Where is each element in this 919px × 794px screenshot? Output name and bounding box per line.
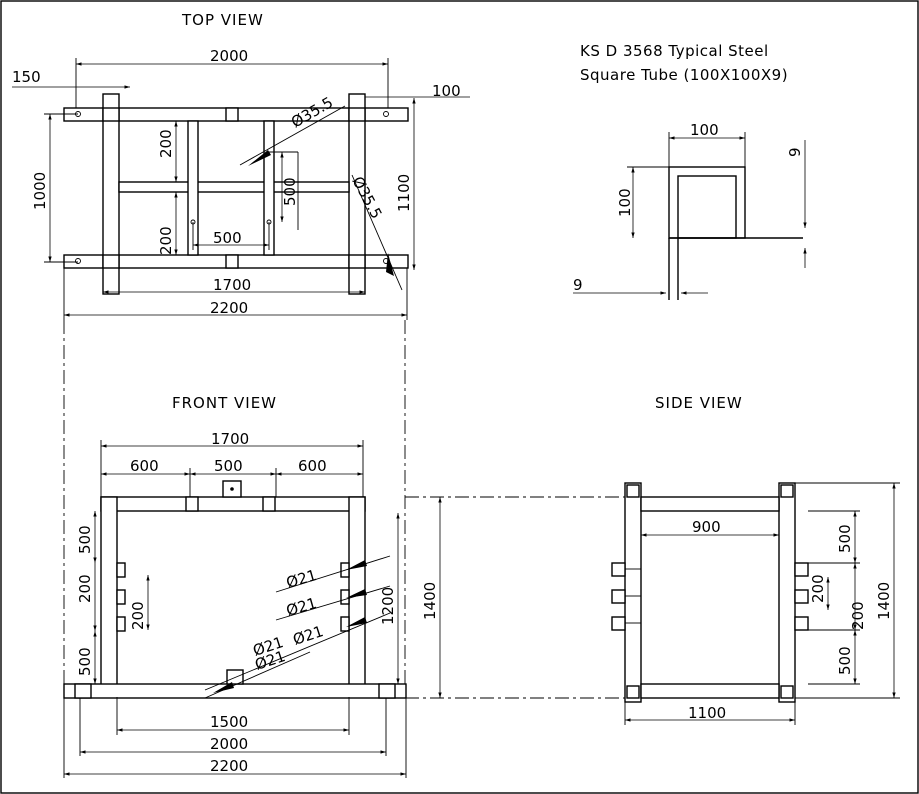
dim-100-right: 100 bbox=[432, 82, 461, 100]
dim-500-side-top: 500 bbox=[836, 524, 854, 553]
dim-200-inner: 200 bbox=[129, 601, 147, 630]
dim-200-left: 200 bbox=[76, 574, 94, 603]
dim-dia-21-a: Ø21 bbox=[284, 566, 319, 592]
dim-600-left: 600 bbox=[130, 457, 159, 475]
dim-500-mid: 500 bbox=[214, 457, 243, 475]
dim-dia-21-b: Ø21 bbox=[284, 594, 319, 620]
side-view: SIDE VIEW 900 500 200 200 500 bbox=[611, 394, 900, 725]
dim-1700-top: 1700 bbox=[213, 276, 251, 294]
dim-2200-front: 2200 bbox=[210, 757, 248, 775]
tube-wall-9-bottom: 9 bbox=[573, 276, 583, 294]
dim-1200-right: 1200 bbox=[379, 587, 397, 625]
dim-2000-front: 2000 bbox=[210, 735, 248, 753]
dim-500-vertical: 500 bbox=[281, 177, 299, 206]
tube-height-100: 100 bbox=[616, 188, 634, 217]
dim-1000: 1000 bbox=[31, 172, 49, 210]
dim-1700-front: 1700 bbox=[211, 430, 249, 448]
top-post-right bbox=[348, 93, 366, 295]
dim-200-lower: 200 bbox=[157, 226, 175, 255]
tube-width-100: 100 bbox=[690, 121, 719, 139]
dim-1400-front: 1400 bbox=[421, 582, 439, 620]
dim-600-right: 600 bbox=[298, 457, 327, 475]
top-view: TOP VIEW 2000 150 100 bbox=[12, 11, 470, 320]
dim-200-upper: 200 bbox=[157, 129, 175, 158]
dim-500-side-bottom: 500 bbox=[836, 646, 854, 675]
note-line-1: KS D 3568 Typical Steel bbox=[580, 42, 769, 60]
dim-dia-35-5-a: Ø35.5 bbox=[288, 93, 336, 131]
dim-200-side: 200 bbox=[809, 574, 827, 603]
side-view-title: SIDE VIEW bbox=[655, 394, 743, 412]
dim-2000-top: 2000 bbox=[210, 47, 248, 65]
tube-wall-9-right: 9 bbox=[786, 147, 804, 157]
dim-500-left-bottom: 500 bbox=[76, 647, 94, 676]
dim-200-side-b: 200 bbox=[849, 601, 867, 630]
dim-500-left-top: 500 bbox=[76, 525, 94, 554]
tube-section: KS D 3568 Typical Steel Square Tube (100… bbox=[573, 42, 807, 300]
dim-150: 150 bbox=[12, 68, 41, 86]
note-line-2: Square Tube (100X100X9) bbox=[580, 66, 788, 84]
front-view: FRONT VIEW 1700 600 500 600 bbox=[63, 394, 442, 778]
top-view-title: TOP VIEW bbox=[181, 11, 264, 29]
front-view-title: FRONT VIEW bbox=[172, 394, 277, 412]
dim-1100-side: 1100 bbox=[688, 704, 726, 722]
dim-500-horizontal: 500 bbox=[213, 229, 242, 247]
dim-dia-21-c: Ø21 bbox=[291, 622, 326, 649]
dim-1500: 1500 bbox=[210, 713, 248, 731]
dim-900: 900 bbox=[692, 518, 721, 536]
dim-1400-side: 1400 bbox=[875, 582, 893, 620]
dim-2200-top: 2200 bbox=[210, 299, 248, 317]
dim-1100: 1100 bbox=[395, 174, 413, 212]
top-post-left bbox=[102, 93, 120, 295]
